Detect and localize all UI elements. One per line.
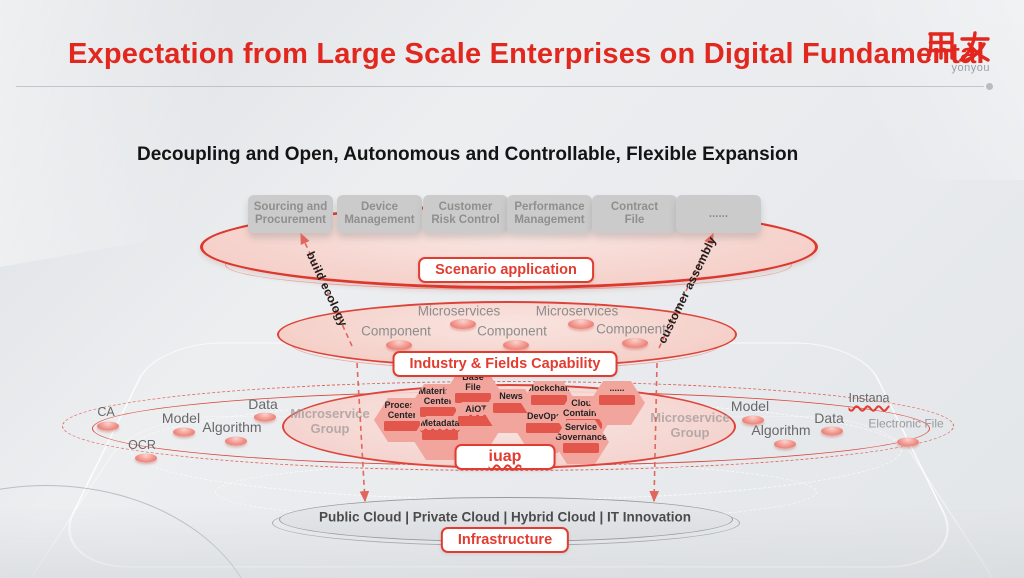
hexagon-label: News (499, 391, 523, 401)
hexagon-bar-icon (455, 393, 491, 404)
hexagon-bar-icon (563, 443, 599, 454)
yonyou-logo: yonyou (912, 30, 990, 74)
iuap-label: iuap (454, 444, 556, 470)
component-label: Component (361, 323, 431, 339)
cylinder-icon (173, 427, 195, 437)
cylinder-icon (225, 436, 247, 446)
iuap-item-algorithm: Algorithm (202, 419, 262, 435)
infrastructure-label: Infrastructure (440, 527, 570, 553)
cylinder-icon (254, 412, 276, 422)
scenario-application-label: Scenario application (418, 257, 594, 283)
scenario-box-performance: Performance Management (507, 195, 592, 233)
scenario-box-contract: Contract File (592, 195, 677, 233)
industry-fields-capability-label: Industry & Fields Capability (392, 351, 618, 377)
yonyou-logo-text: yonyou (951, 62, 990, 74)
hexagon-label: Materials Center (418, 386, 458, 406)
iuap-item-ca: CA (97, 405, 115, 419)
scenario-box-more: ...... (676, 195, 761, 233)
hexagon-label: Metadata (420, 418, 460, 428)
component-label: Component (477, 323, 547, 339)
hexagon-bar-icon (599, 394, 635, 405)
header-divider (16, 86, 984, 87)
hexagon-bar-icon (493, 402, 529, 413)
microservice-group-left: Microservice Group (290, 406, 370, 436)
hexagon-label: Service Governance (554, 422, 608, 442)
iuap-item-data: Data (248, 396, 278, 412)
component-label: Component (596, 321, 666, 337)
header-divider-dot (986, 83, 993, 90)
hexagon-label: Base File (462, 372, 484, 392)
hexagon-label: Blockchain (524, 383, 573, 393)
cylinder-icon (97, 421, 119, 431)
hexagon-bar-icon (420, 407, 456, 418)
cylinder-icon (774, 439, 796, 449)
cylinder-icon (568, 319, 594, 329)
iuap-item-ocr: OCR (128, 438, 156, 452)
scenario-box-device: Device Management (337, 195, 422, 233)
iuap-item-algorithm: Algorithm (751, 422, 811, 438)
slide-subtitle: Decoupling and Open, Autonomous and Cont… (137, 144, 799, 165)
hexagon-bar-icon (384, 421, 420, 432)
hexagon-bar-icon (526, 422, 562, 433)
iuap-item-data: Data (814, 410, 844, 426)
scenario-box-customer-risk: Customer Risk Control (423, 195, 508, 233)
hexagon-label: Process Center (384, 400, 420, 420)
yonyou-logo-zh-icon (926, 31, 990, 63)
hexagon-bar-icon (531, 394, 567, 405)
hexagon-metadata: Metadata (412, 416, 468, 460)
cylinder-icon (897, 437, 919, 447)
iuap-item-model: Model (730, 398, 770, 414)
iuap-item-electronic-file: Electronic File (868, 416, 944, 431)
microservices-label: Microservices (417, 303, 501, 319)
hexagon-label: DevOps (526, 411, 561, 421)
microservices-label: Microservices (535, 303, 619, 319)
microservice-group-right: Microservice Group (650, 410, 730, 440)
scenario-box-sourcing: Sourcing and Procurement (248, 195, 333, 233)
hexagon-bar-icon (422, 429, 458, 440)
cylinder-icon (386, 340, 412, 350)
cylinder-icon (135, 453, 157, 463)
cylinder-icon (742, 415, 764, 425)
hexagon-bar-icon (458, 415, 494, 426)
iuap-item-instana: Instana (848, 391, 890, 405)
hexagon-label: ...... (609, 383, 625, 393)
cylinder-icon (821, 426, 843, 436)
cylinder-icon (622, 338, 648, 348)
hexagon-label: AiOT (465, 404, 487, 414)
iuap-label-text: iuap (488, 448, 522, 465)
page-title: Expectation from Large Scale Enterprises… (68, 38, 985, 70)
hexagon-label: Cloud Container (562, 398, 605, 418)
cylinder-icon (450, 319, 476, 329)
iuap-item-model: Model (161, 410, 201, 426)
cloud-types-label: Public Cloud | Private Cloud | Hybrid Cl… (318, 509, 692, 525)
cylinder-icon (503, 340, 529, 350)
